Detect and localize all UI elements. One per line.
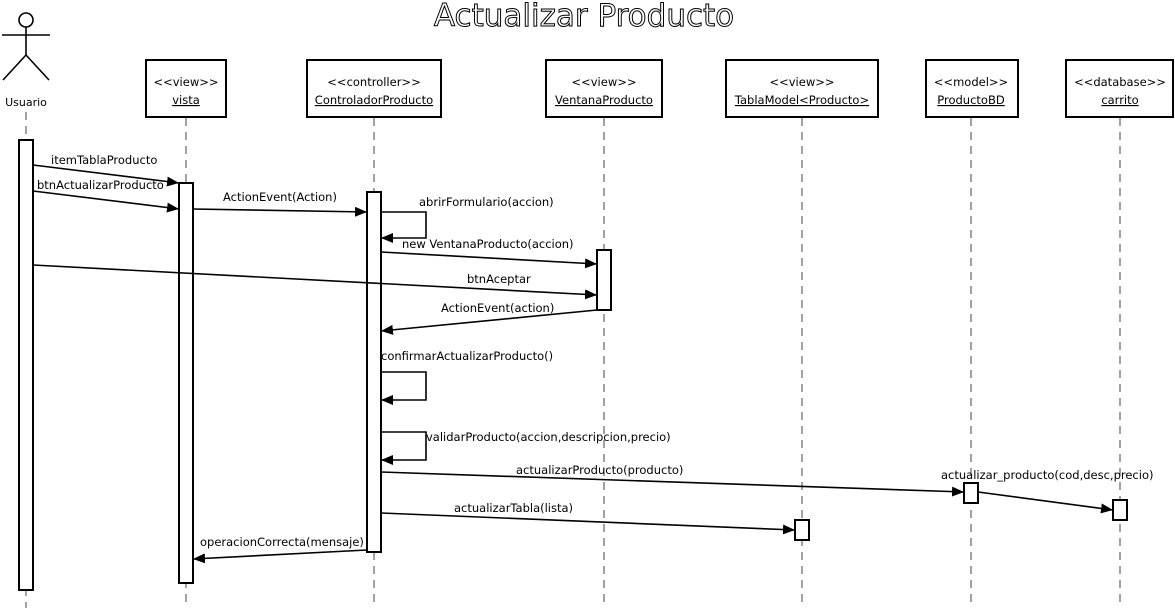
message-label: ActionEvent(action) <box>441 301 554 315</box>
actor-left-leg <box>2 54 27 81</box>
actor-right-leg <box>25 54 50 81</box>
activation-carrito <box>1112 499 1128 521</box>
message-label: actualizarTabla(lista) <box>454 501 573 515</box>
actor-head <box>18 12 34 28</box>
message-label: confirmarActualizarProducto() <box>381 349 553 363</box>
lifeline-name: TablaModel<Producto> <box>734 93 869 107</box>
message-itemtablaproducto: itemTablaProducto <box>32 153 180 187</box>
lifeline-name: VentanaProducto <box>555 93 653 107</box>
message-label: actualizarProducto(producto) <box>516 463 683 477</box>
message-actionevent-response: ActionEvent(action) <box>380 301 598 335</box>
actor-usuario: Usuario <box>2 12 50 109</box>
lifeline-box-carrito: <<database>> carrito <box>1065 59 1174 118</box>
message-label: operacionCorrecta(mensaje) <box>200 535 364 549</box>
activation-productobd <box>963 482 979 504</box>
message-label: ActionEvent(Action) <box>223 190 337 204</box>
message-label: btnAceptar <box>467 272 531 286</box>
message-abrirformulario: abrirFormulario(accion) <box>381 195 554 243</box>
message-new-ventanaproducto: new VentanaProducto(accion) <box>380 237 598 269</box>
stereotype-label: <<controller>> <box>327 75 420 89</box>
lifeline-box-vista: <<view>> vista <box>145 59 227 118</box>
stereotype-label: <<view>> <box>153 75 218 89</box>
message-label: new VentanaProducto(accion) <box>402 237 574 251</box>
lifeline-name: vista <box>172 93 200 107</box>
message-label: actualizar_producto(cod,desc,precio) <box>941 468 1153 482</box>
message-operacioncorrecta: operacionCorrecta(mensaje) <box>192 535 368 564</box>
message-label: abrirFormulario(accion) <box>419 195 554 209</box>
lifeline-name: ControladorProducto <box>315 93 433 107</box>
stereotype-label: <<view>> <box>571 75 636 89</box>
activation-usuario <box>18 139 34 591</box>
lifeline-box-controladorproducto: <<controller>> ControladorProducto <box>306 59 442 118</box>
lifeline-box-ventanaproducto: <<view>> VentanaProducto <box>545 59 663 118</box>
activation-vista <box>178 182 194 584</box>
message-actionevent-action: ActionEvent(Action) <box>192 190 368 217</box>
lifeline-name: carrito <box>1101 93 1138 107</box>
activation-ventanaproducto <box>596 249 612 311</box>
lifeline-name: ProductoBD <box>937 93 1005 107</box>
stereotype-label: <<database>> <box>1074 75 1166 89</box>
lifeline-box-productobd: <<model>> ProductoBD <box>925 59 1019 118</box>
message-label: validarProducto(accion,descripcion,preci… <box>426 430 671 444</box>
message-actualizartabla: actualizarTabla(lista) <box>380 501 796 535</box>
lifeline-box-tablamodel: <<view>> TablaModel<Producto> <box>725 59 879 118</box>
message-confirmaractualizarproducto: confirmarActualizarProducto() <box>381 349 553 405</box>
activation-controlador <box>366 191 382 553</box>
message-btnactualizarproducto: btnActualizarProducto <box>32 178 180 213</box>
message-actualizar-producto-bd: actualizar_producto(cod,desc,precio) <box>941 468 1153 514</box>
message-btnaceptar: btnAceptar <box>32 264 598 300</box>
stereotype-label: <<view>> <box>769 75 834 89</box>
activation-tablamodel <box>794 519 810 541</box>
stereotype-label: <<model>> <box>934 75 1008 89</box>
actor-label: Usuario <box>5 96 47 109</box>
message-validarproducto: validarProducto(accion,descripcion,preci… <box>381 430 671 465</box>
message-label: itemTablaProducto <box>51 153 157 167</box>
message-label: btnActualizarProducto <box>37 178 164 192</box>
diagram-title: Actualizar Producto <box>434 0 734 34</box>
message-actualizarproducto: actualizarProducto(producto) <box>380 463 965 497</box>
